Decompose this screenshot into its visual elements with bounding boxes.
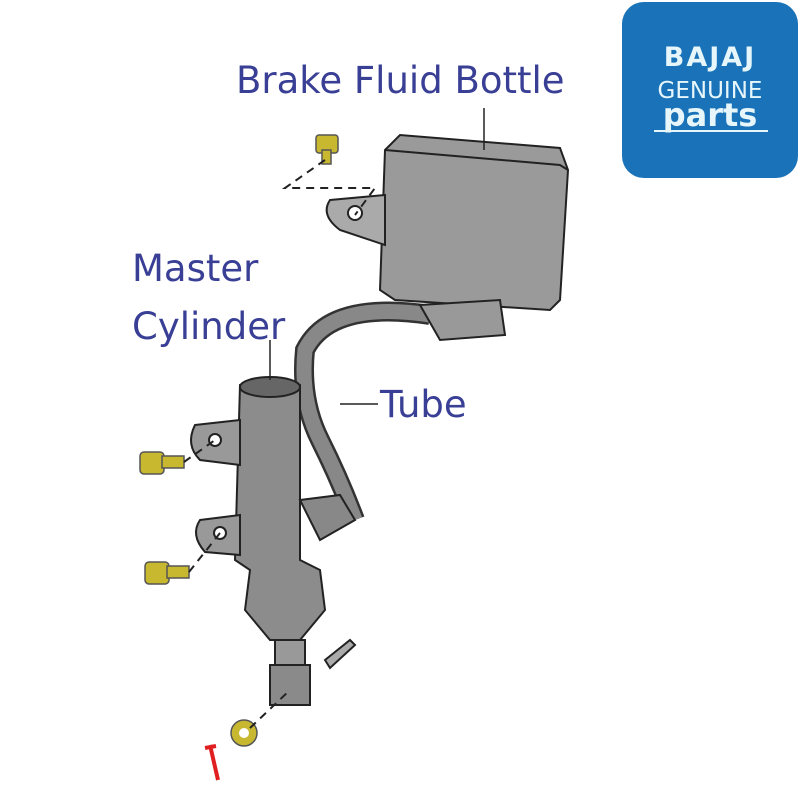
logo-brand: BAJAJ: [663, 42, 757, 73]
logo-parts: parts: [662, 96, 758, 134]
bolt: [144, 561, 170, 585]
brake-fluid-bottle: [378, 133, 570, 312]
label-master: Master: [132, 247, 259, 290]
logo-genuine: GENUINE: [657, 78, 763, 104]
label-brake-fluid-bottle: Brake Fluid Bottle: [236, 59, 565, 102]
bolt: [139, 451, 165, 475]
label-tube: Tube: [380, 383, 467, 426]
split-pin: [204, 744, 220, 781]
bajaj-genuine-parts-logo: BAJAJ GENUINE parts: [622, 2, 798, 178]
label-cylinder: Cylinder: [132, 305, 286, 348]
logo-underline: [654, 130, 768, 132]
